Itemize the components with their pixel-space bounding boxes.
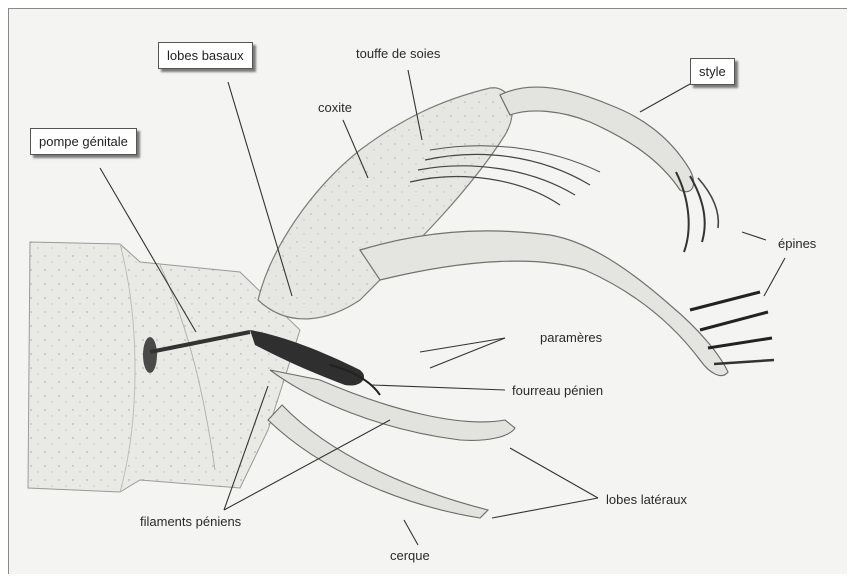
label-touffe-de-soies: touffe de soies [356,46,440,61]
label-coxite: coxite [318,100,352,115]
label-cerque: cerque [390,548,430,563]
label-epines: épines [778,236,816,251]
style-shape [500,87,694,192]
label-lobes-basaux: lobes basaux [158,42,253,69]
label-parameres: paramères [540,330,602,345]
label-lobes-lateraux: lobes latéraux [606,492,687,507]
lower-style-shape [360,231,728,376]
label-fourreau-penien: fourreau pénien [512,383,603,398]
label-filaments-peniens: filaments péniens [140,514,241,529]
label-style: style [690,58,735,85]
label-pompe-genitale: pompe génitale [30,128,137,155]
